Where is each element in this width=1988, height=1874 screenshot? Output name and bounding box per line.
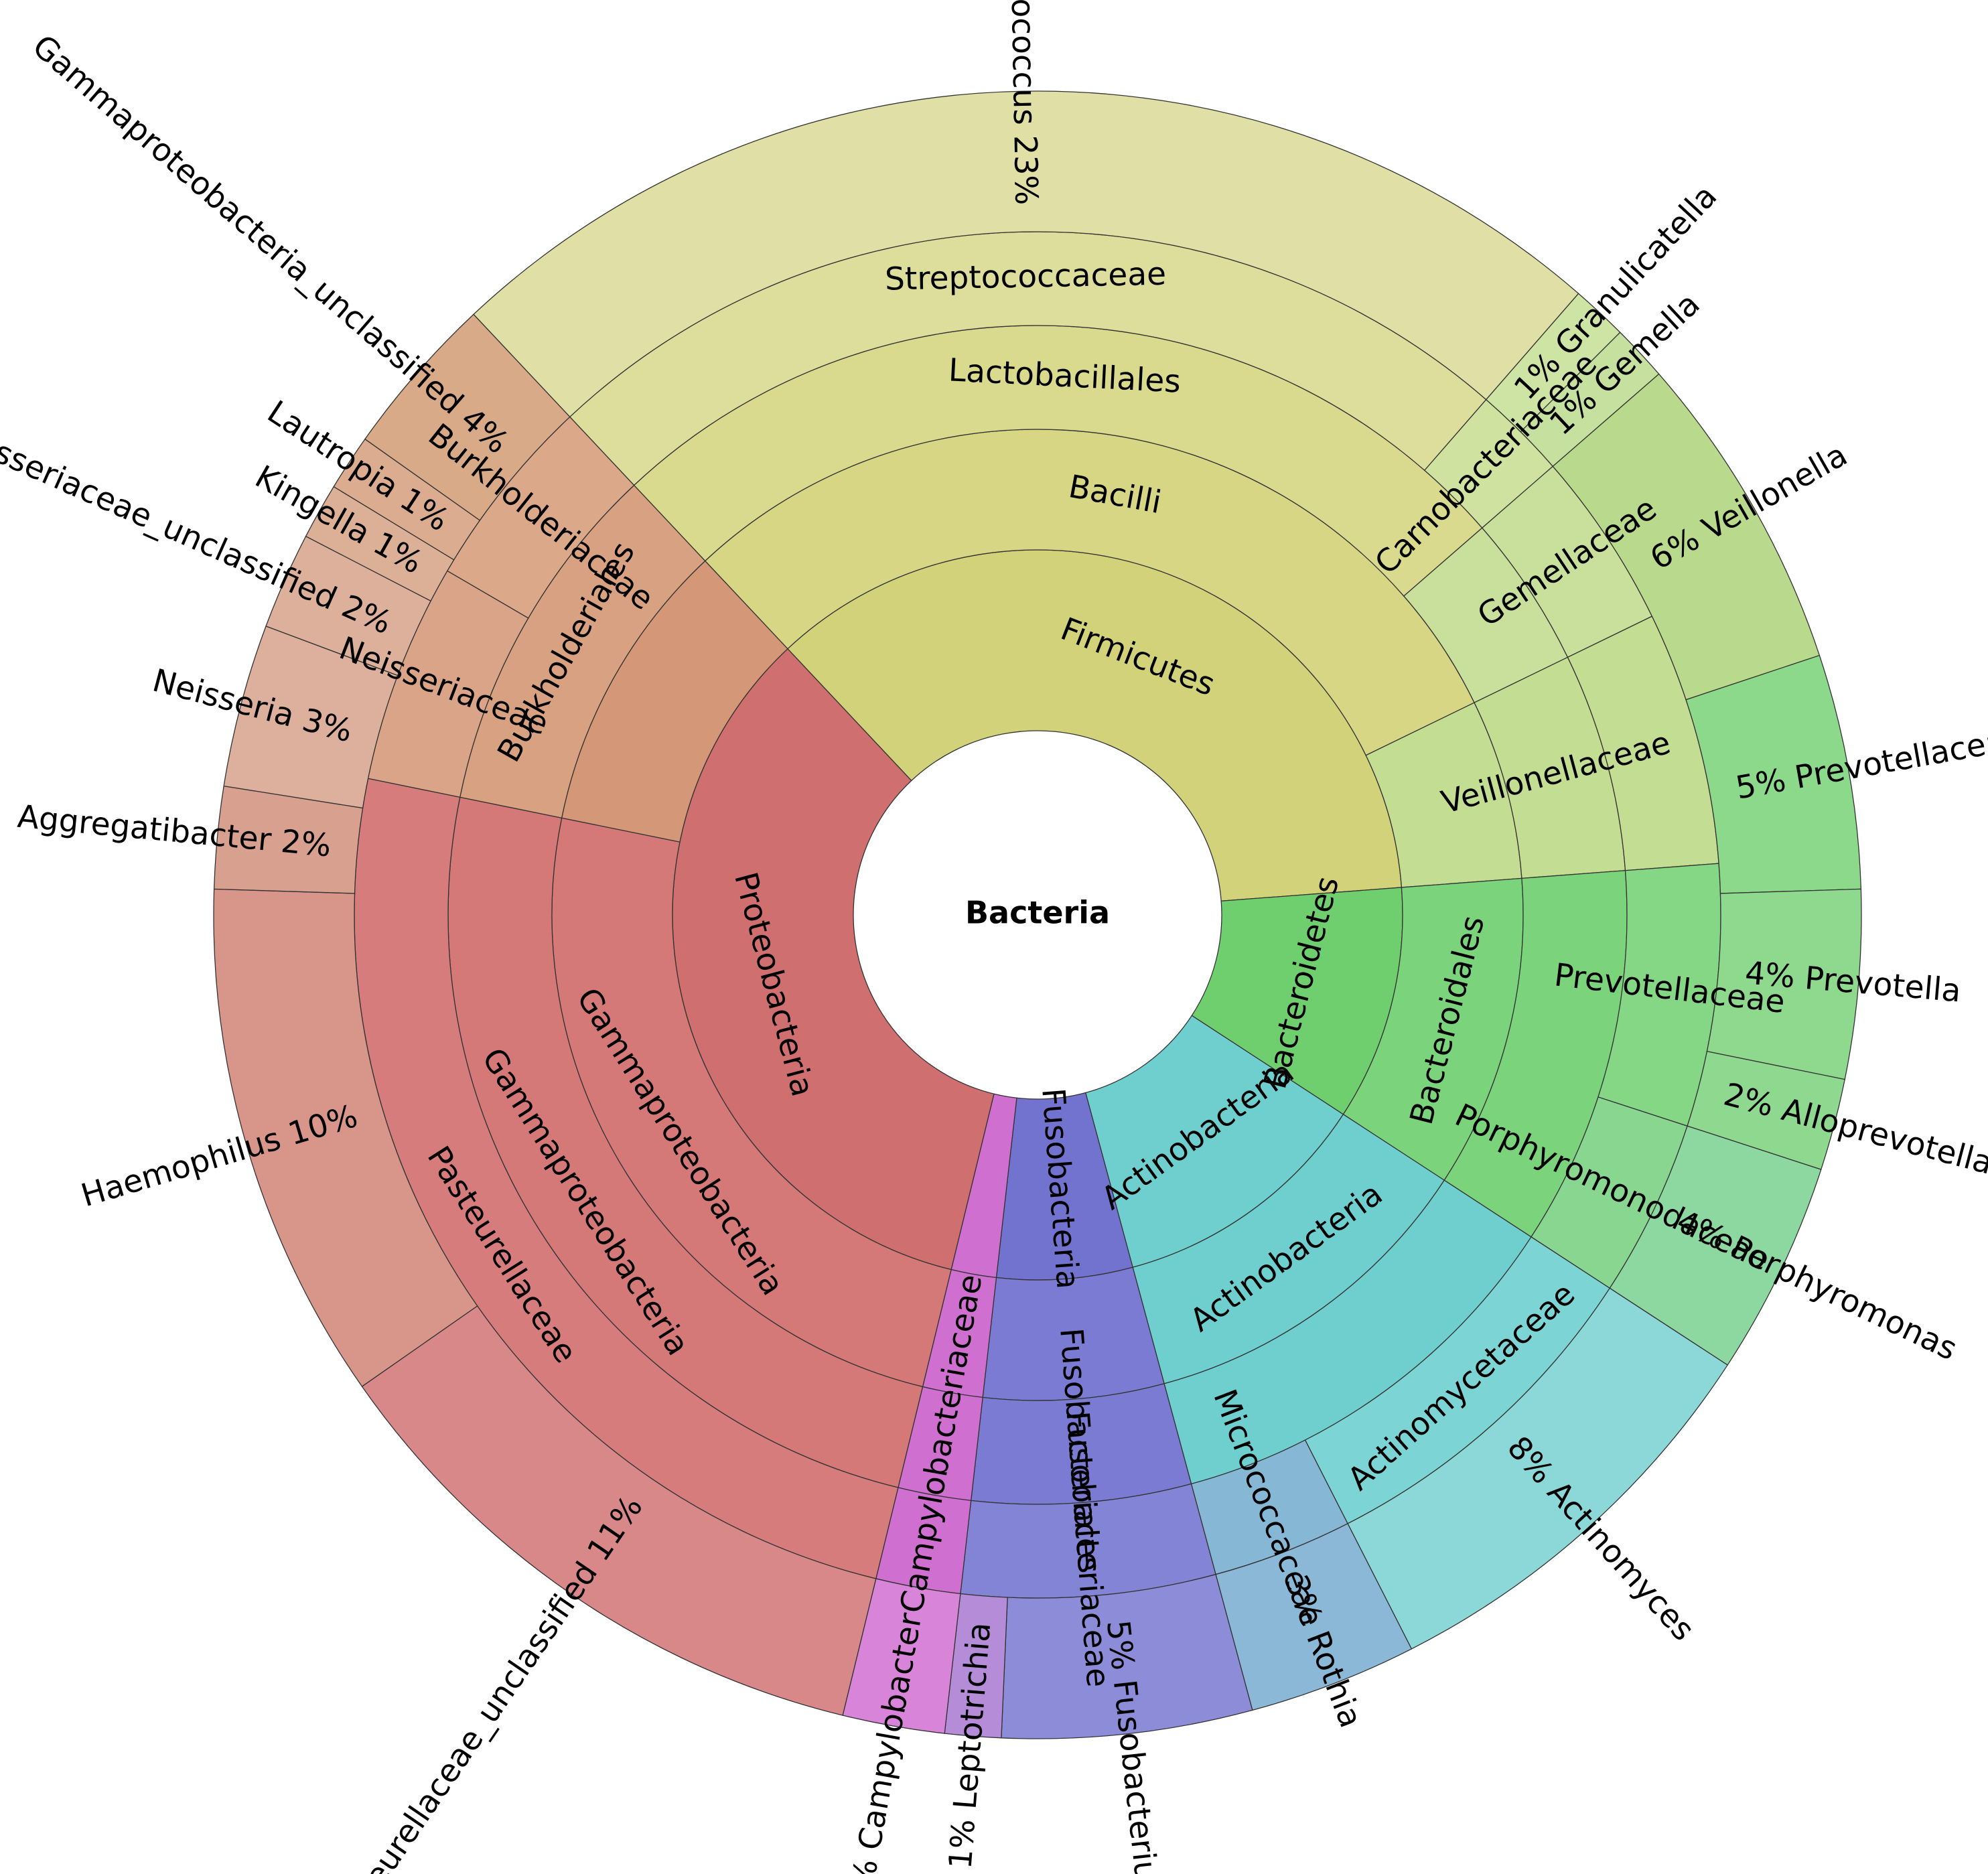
label-pasteurellaceae-unclassified-level-5: Pasteurellaceae_unclassified 11% (320, 1490, 650, 1874)
segment-streptococcus-level-5 (473, 90, 1579, 418)
label-streptococcus-level-5: Streptococcus 23% (1002, 0, 1045, 206)
segments-layer (213, 90, 1862, 1739)
label-gammaproteobacteria-unclassified-level-5: Gammaproteobacteria_unclassified 4% (25, 27, 516, 461)
root-label: Bacteria (965, 895, 1110, 931)
segment-gammaproteobacteria-unclassified-level-5 (364, 313, 571, 521)
label-streptococcaceae-level-4: Streptococcaceae (885, 256, 1167, 298)
